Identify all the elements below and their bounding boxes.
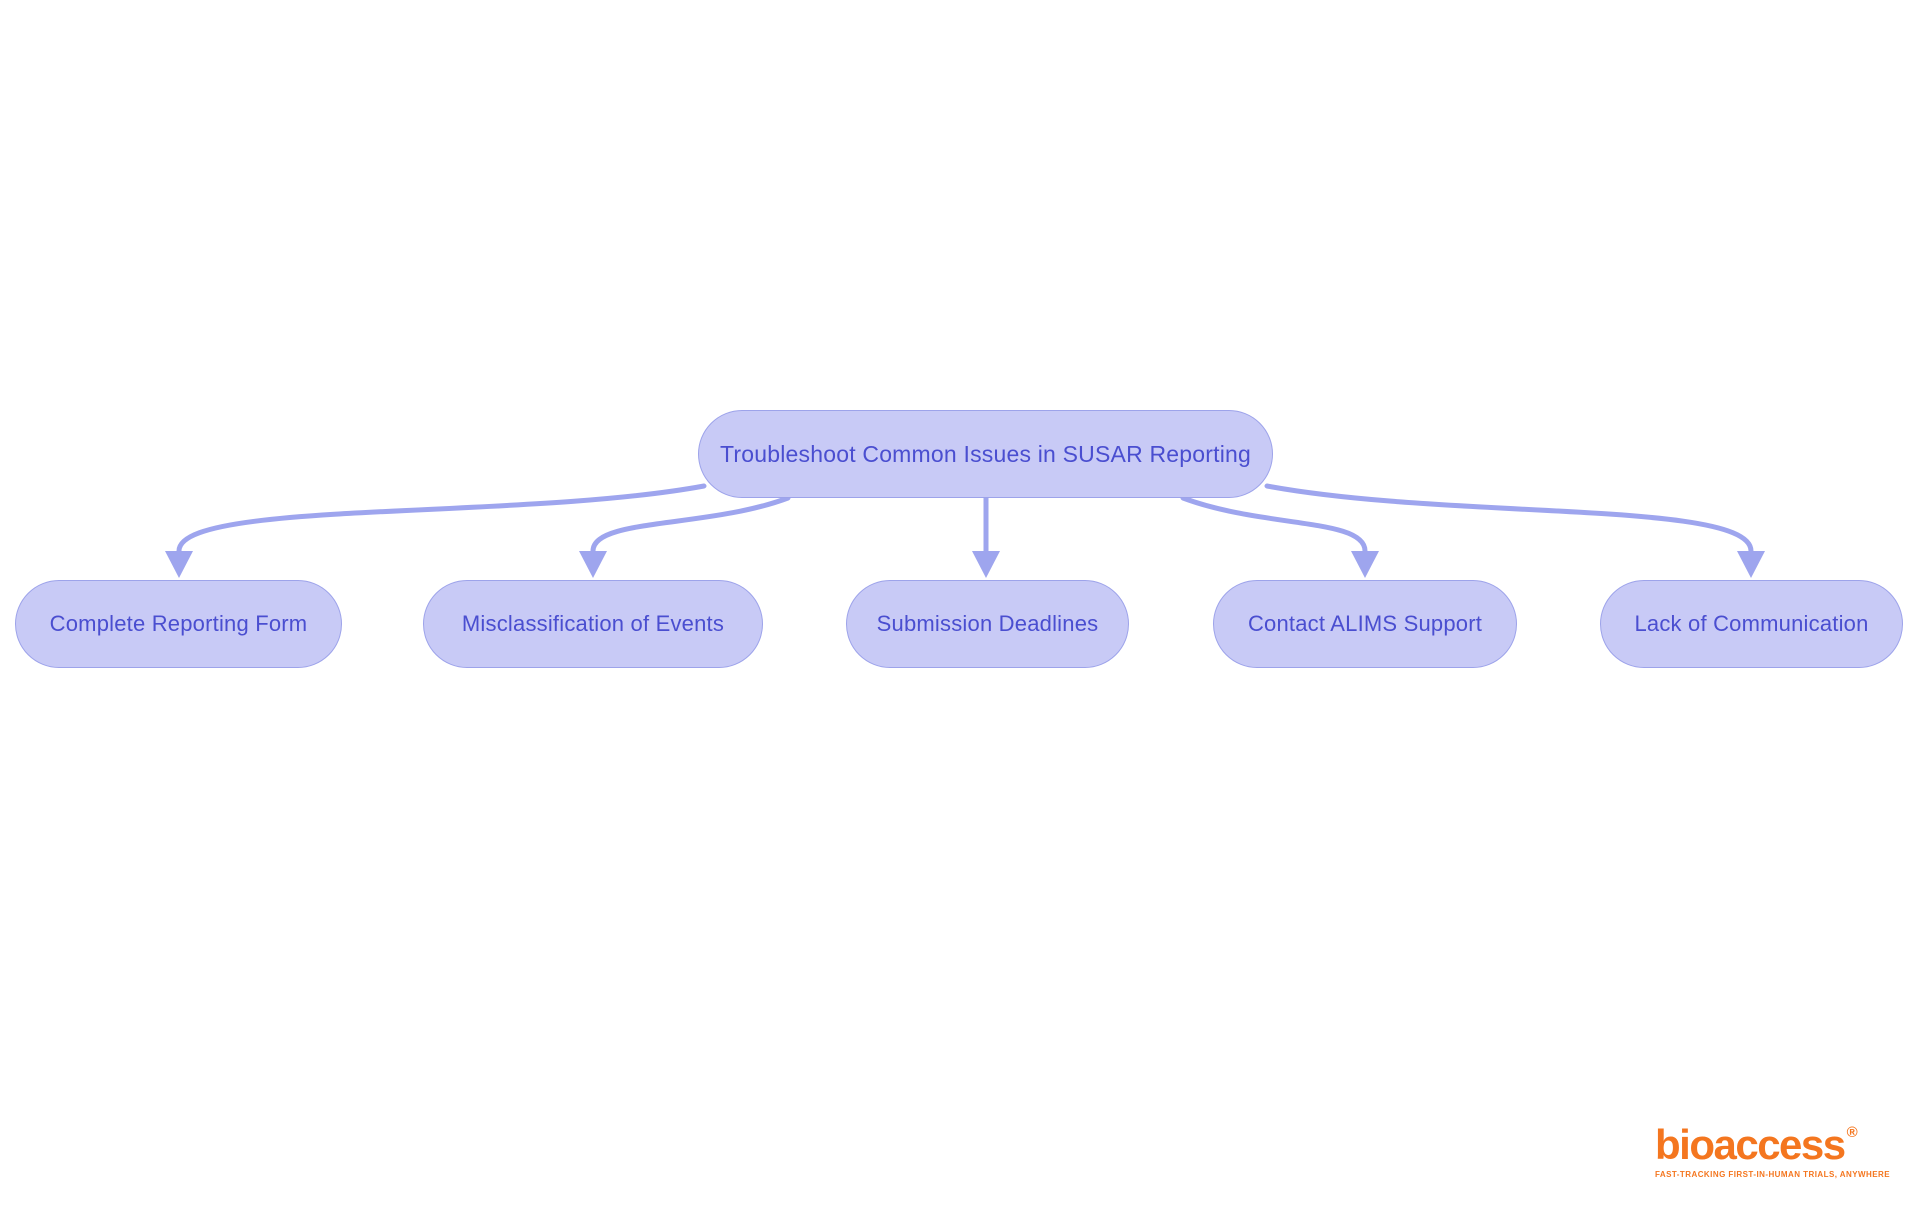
arrowhead-submission-deadlines [972, 551, 1000, 578]
edge-root-to-lack-of-communication [1264, 483, 1754, 554]
node-label: Complete Reporting Form [49, 611, 308, 636]
node-complete-reporting-form: Complete Reporting Form [15, 580, 342, 668]
arrowhead-lack-of-communication [1737, 551, 1765, 578]
node-root-troubleshoot: Troubleshoot Common Issues in SUSAR Repo… [698, 410, 1273, 498]
logo-tagline: FAST-TRACKING FIRST-IN-HUMAN TRIALS, ANY… [1655, 1170, 1891, 1179]
edge-root-to-complete-reporting-form [176, 483, 707, 554]
node-lack-of-communication: Lack of Communication [1600, 580, 1903, 668]
logo-wordmark-text: bioaccess [1655, 1121, 1846, 1168]
node-label: Submission Deadlines [876, 611, 1099, 636]
node-submission-deadlines: Submission Deadlines [846, 580, 1129, 668]
node-label: Contact ALIMS Support [1247, 611, 1483, 636]
node-contact-alims-support: Contact ALIMS Support [1213, 580, 1517, 668]
brand-logo: bioaccess® FAST-TRACKING FIRST-IN-HUMAN … [1655, 1124, 1895, 1180]
node-label: Lack of Communication [1634, 611, 1869, 636]
arrowhead-misclassification-of-events [579, 551, 607, 578]
node-label: Misclassification of Events [461, 611, 725, 636]
edge-root-to-contact-alims-support [1180, 495, 1368, 554]
registered-trademark-icon: ® [1846, 1124, 1858, 1141]
arrowhead-contact-alims-support [1351, 551, 1379, 578]
node-misclassification-of-events: Misclassification of Events [423, 580, 763, 668]
logo-wordmark: bioaccess® [1655, 1124, 1895, 1166]
edge-root-to-misclassification-of-events [590, 495, 791, 554]
arrowhead-complete-reporting-form [165, 551, 193, 578]
node-root-label: Troubleshoot Common Issues in SUSAR Repo… [720, 440, 1251, 467]
